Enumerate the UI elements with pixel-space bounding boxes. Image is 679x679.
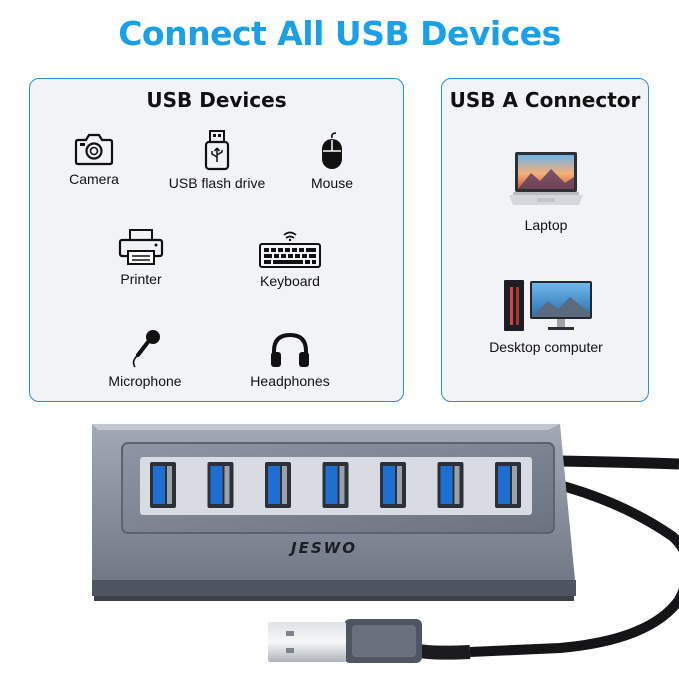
device-label: Microphone (108, 373, 182, 389)
device-laptop: Laptop (476, 151, 616, 233)
device-keyboard: Keyboard (250, 229, 330, 289)
usb-port (437, 462, 464, 508)
usb-a-plug (268, 622, 346, 662)
headline: Connect All USB Devices (118, 14, 561, 53)
desktop-computer-icon (504, 280, 592, 331)
device-label: Mouse (310, 175, 354, 191)
device-usb-flash-drive: USB flash drive (162, 129, 272, 191)
printer-icon (118, 229, 164, 265)
usb-a-connector-title: USB A Connector (449, 88, 641, 112)
usb-port (150, 462, 176, 508)
device-label: Laptop (524, 217, 568, 233)
mouse-icon (322, 132, 342, 169)
camera-icon (74, 133, 114, 166)
headphones-icon (271, 332, 309, 367)
usb-port (265, 462, 291, 508)
device-mouse: Mouse (302, 131, 362, 191)
keyboard-icon (259, 231, 321, 268)
device-label: Headphones (250, 373, 330, 389)
laptop-icon (509, 152, 583, 205)
device-label: Keyboard (260, 273, 320, 289)
device-microphone: Microphone (100, 327, 190, 389)
usb-port (380, 462, 406, 508)
usb-hub-image: JESWO (92, 424, 679, 663)
usb-port (322, 462, 349, 508)
device-camera: Camera (58, 131, 130, 187)
device-desktop-computer: Desktop computer (466, 277, 626, 355)
device-printer: Printer (108, 227, 174, 287)
device-headphones: Headphones (240, 331, 340, 389)
device-label: Desktop computer (489, 339, 603, 355)
usb-a-connector-panel: USB A Connector Laptop (441, 78, 649, 402)
hub-brand-logo: JESWO (288, 539, 357, 557)
usb-flash-drive-icon (204, 130, 230, 171)
usb-port (207, 462, 234, 508)
usb-devices-panel: USB Devices Camera USB flash drive Mouse (29, 78, 404, 402)
usb-port-group (150, 462, 521, 508)
usb-devices-title: USB Devices (146, 88, 287, 112)
device-label: Printer (120, 271, 162, 287)
device-label: USB flash drive (168, 175, 266, 191)
device-label: Camera (69, 171, 119, 187)
usb-port (495, 462, 521, 508)
microphone-icon (132, 330, 160, 368)
